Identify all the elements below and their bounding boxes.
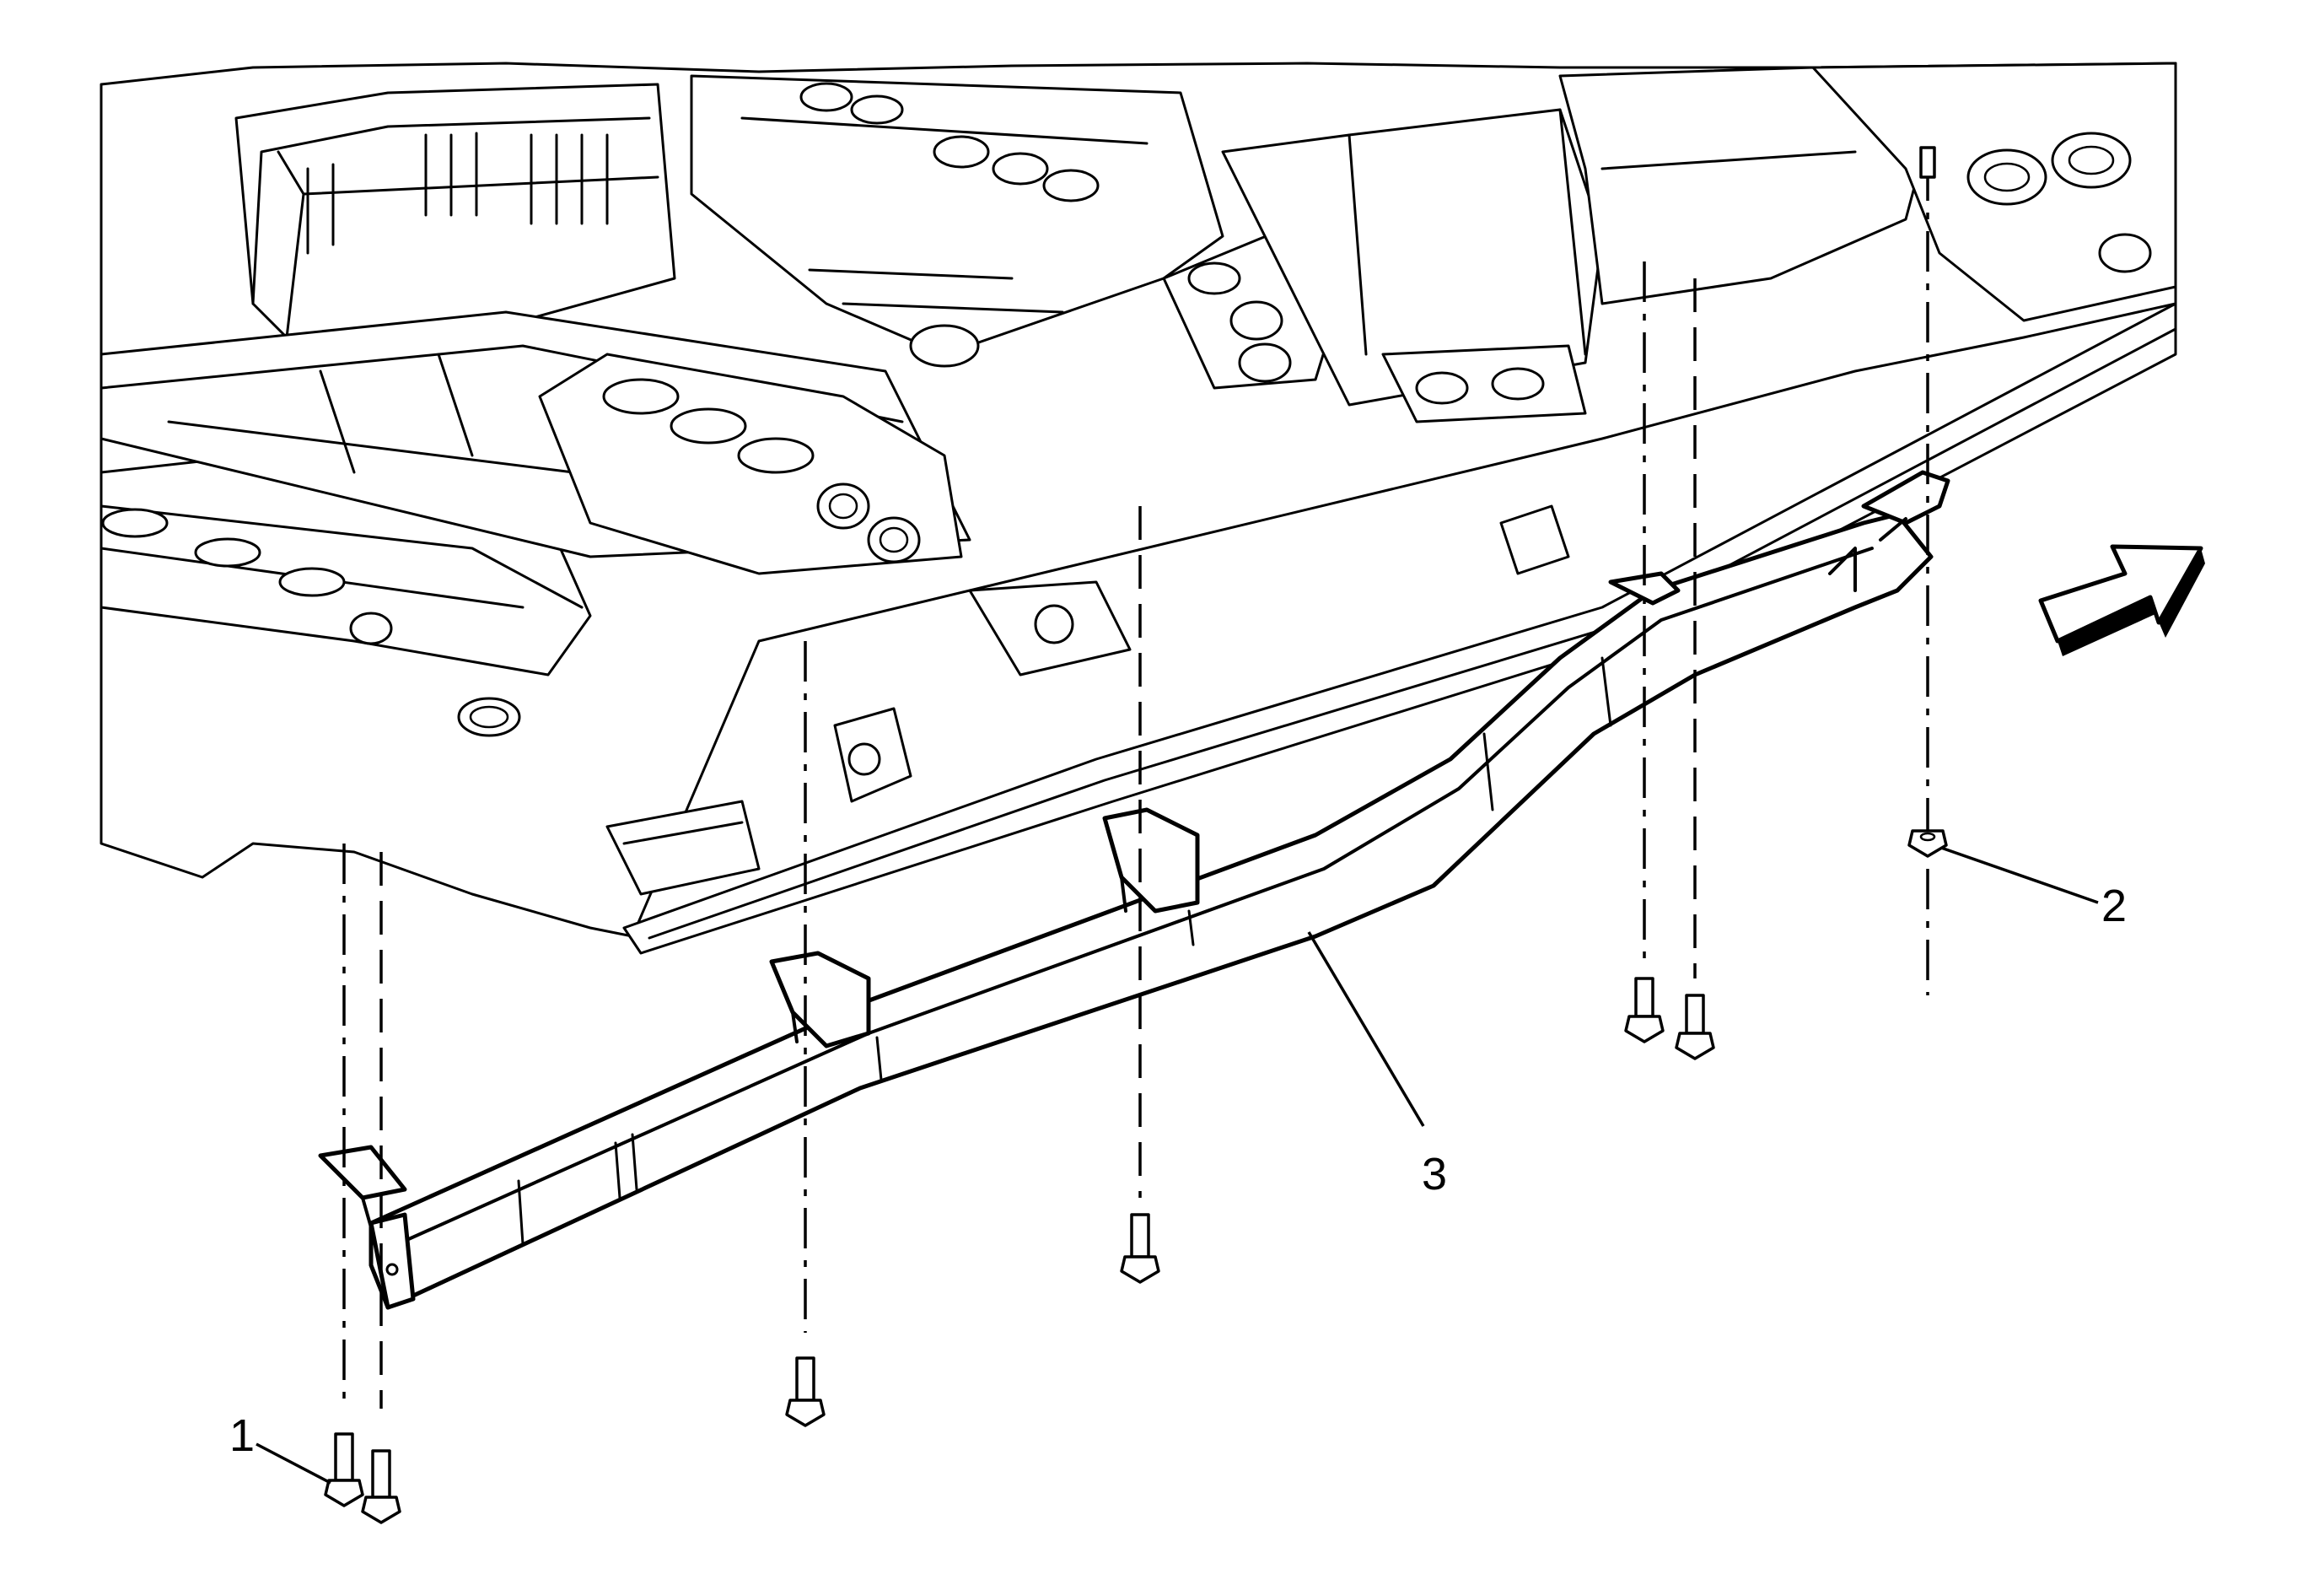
callout-2: 2 <box>1940 846 2127 931</box>
front-direction-arrow-icon <box>2038 544 2205 656</box>
callout-2-label: 2 <box>2101 881 2127 931</box>
callout-1-label: 1 <box>229 1410 255 1461</box>
frame-rail-bolts <box>324 977 1715 1524</box>
underbody-floor-pan <box>100 62 2177 955</box>
callout-3-label: 3 <box>1422 1149 1447 1199</box>
bolt <box>1675 994 1715 1060</box>
bolt <box>324 1432 364 1507</box>
bolt <box>785 1356 826 1427</box>
frame-rail-nut <box>1907 146 1948 858</box>
callout-3: 3 <box>1307 931 1447 1199</box>
bolt <box>1624 977 1665 1043</box>
callout-1: 1 <box>229 1410 331 1485</box>
crossmember-ribs <box>306 132 609 255</box>
bolt <box>1120 1213 1160 1284</box>
frame-rail <box>318 470 1950 1310</box>
left-rail-holes <box>101 508 521 737</box>
bolt <box>361 1449 401 1524</box>
